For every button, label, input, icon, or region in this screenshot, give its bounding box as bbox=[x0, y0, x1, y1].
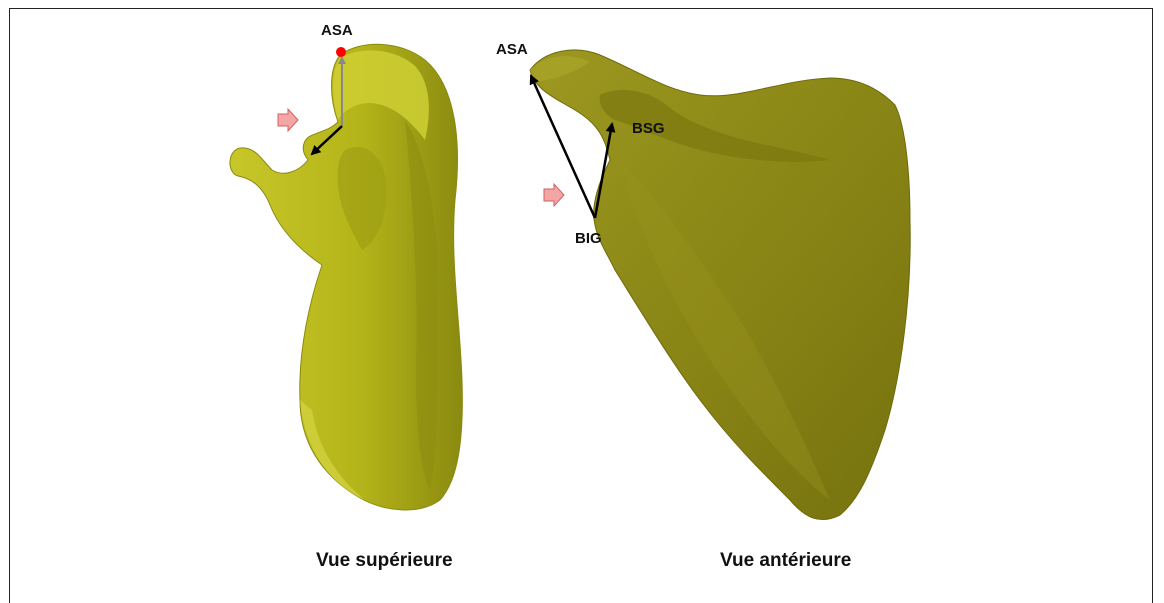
asa-landmark-dot bbox=[336, 47, 346, 57]
scapula-superior-view bbox=[230, 44, 462, 510]
scapula-anterior-view bbox=[530, 50, 910, 520]
landmark-asa-right: ASA bbox=[496, 41, 528, 58]
pointer-arrow-right bbox=[544, 184, 564, 206]
caption-superior-view: Vue supérieure bbox=[316, 550, 453, 572]
landmark-bsg: BSG bbox=[632, 120, 665, 137]
landmark-big: BIG bbox=[575, 230, 602, 247]
scapula-body-right bbox=[530, 50, 910, 520]
landmark-asa-left: ASA bbox=[321, 22, 353, 39]
caption-anterior-view: Vue antérieure bbox=[720, 550, 851, 572]
pointer-arrow-left bbox=[278, 109, 298, 131]
